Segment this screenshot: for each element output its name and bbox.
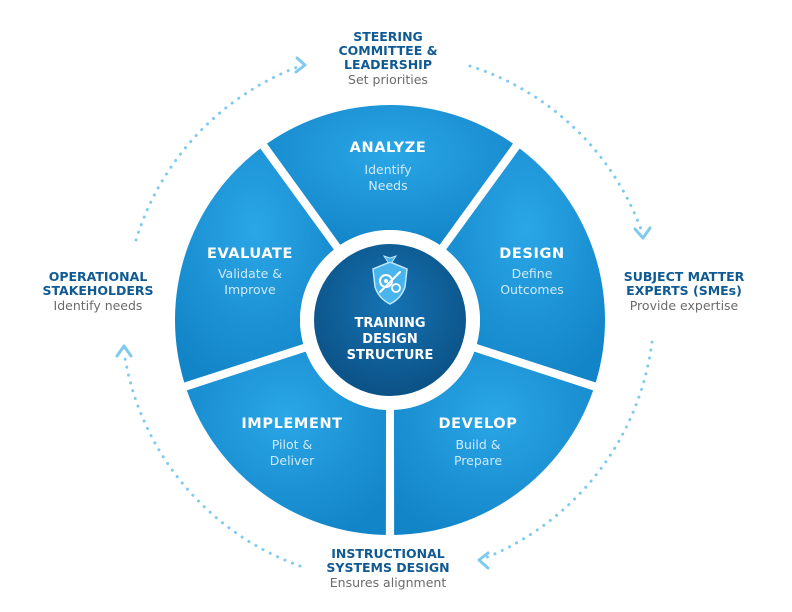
phase-sub-line-2: Outcomes bbox=[500, 282, 564, 297]
arrowhead-smes bbox=[633, 226, 652, 240]
segment-design bbox=[446, 148, 605, 383]
phase-label-implement: IMPLEMENT Pilot & Deliver bbox=[241, 416, 342, 468]
role-sub: Provide expertise bbox=[630, 298, 739, 313]
role-title-line-1: SUBJECT MATTER bbox=[624, 269, 745, 284]
role-title-line-2: SYSTEMS DESIGN bbox=[326, 560, 449, 575]
role-title-line-1: STEERING bbox=[353, 29, 423, 44]
phase-sub-line-2: Deliver bbox=[270, 453, 315, 468]
phase-sub-line-1: Define bbox=[512, 266, 553, 281]
role-sub: Identify needs bbox=[54, 298, 143, 313]
segment-implement bbox=[186, 351, 387, 535]
phase-title: IMPLEMENT bbox=[241, 416, 342, 432]
arrowhead-steering bbox=[294, 56, 307, 74]
phase-sub-line-2: Improve bbox=[224, 282, 276, 297]
phase-label-evaluate: EVALUATE Validate & Improve bbox=[207, 246, 293, 297]
phase-title: DEVELOP bbox=[439, 416, 518, 432]
phase-sub-line-2: Prepare bbox=[454, 453, 502, 468]
phase-sub-line-1: Build & bbox=[455, 437, 500, 452]
phase-sub-line-1: Identify bbox=[364, 162, 412, 177]
role-title-line-2: COMMITTEE & bbox=[339, 43, 438, 58]
role-title-line-2: STAKEHOLDERS bbox=[42, 283, 153, 298]
role-operational: OPERATIONAL STAKEHOLDERS Identify needs bbox=[42, 269, 153, 313]
phase-label-develop: DEVELOP Build & Prepare bbox=[439, 416, 518, 468]
role-smes: SUBJECT MATTER EXPERTS (SMEs) Provide ex… bbox=[624, 269, 745, 313]
arrowhead-isd bbox=[477, 551, 490, 570]
arrow-isd-to-operational bbox=[122, 350, 302, 568]
hub-title-line-3: STRUCTURE bbox=[347, 348, 434, 363]
phase-sub-line-2: Needs bbox=[368, 178, 407, 193]
shield-gears-icon bbox=[372, 255, 408, 305]
segment-develop bbox=[393, 351, 594, 535]
phase-title: DESIGN bbox=[499, 246, 564, 262]
role-title-line-1: INSTRUCTIONAL bbox=[331, 546, 445, 561]
role-title-line-2: EXPERTS (SMEs) bbox=[626, 283, 742, 298]
arrow-steering-to-smes bbox=[468, 64, 644, 234]
arrow-smes-to-isd bbox=[478, 340, 654, 562]
phase-wheel bbox=[175, 105, 605, 535]
cycle-arrows bbox=[122, 64, 654, 568]
role-isd: INSTRUCTIONAL SYSTEMS DESIGN Ensures ali… bbox=[326, 546, 449, 590]
hub-title-line-2: DESIGN bbox=[362, 332, 417, 347]
phase-label-analyze: ANALYZE Identify Needs bbox=[350, 140, 427, 193]
arrow-operational-to-steering bbox=[134, 64, 302, 242]
arrowheads bbox=[115, 56, 652, 570]
phase-title: EVALUATE bbox=[207, 246, 293, 262]
role-sub: Set priorities bbox=[348, 72, 428, 87]
role-sub: Ensures alignment bbox=[330, 575, 447, 590]
role-title-line-1: OPERATIONAL bbox=[49, 269, 148, 284]
segment-evaluate bbox=[175, 148, 334, 383]
hub-circle bbox=[314, 244, 466, 396]
segment-analyze bbox=[266, 105, 514, 245]
role-steering: STEERING COMMITTEE & LEADERSHIP Set prio… bbox=[339, 29, 438, 87]
hub-title-line-1: TRAINING bbox=[354, 316, 425, 331]
phase-title: ANALYZE bbox=[350, 140, 427, 156]
role-title-line-3: LEADERSHIP bbox=[344, 57, 432, 72]
phase-sub-line-1: Pilot & bbox=[272, 437, 313, 452]
phase-label-design: DESIGN Define Outcomes bbox=[499, 246, 564, 297]
arrowhead-operational bbox=[115, 344, 133, 358]
phase-sub-line-1: Validate & bbox=[218, 266, 282, 281]
